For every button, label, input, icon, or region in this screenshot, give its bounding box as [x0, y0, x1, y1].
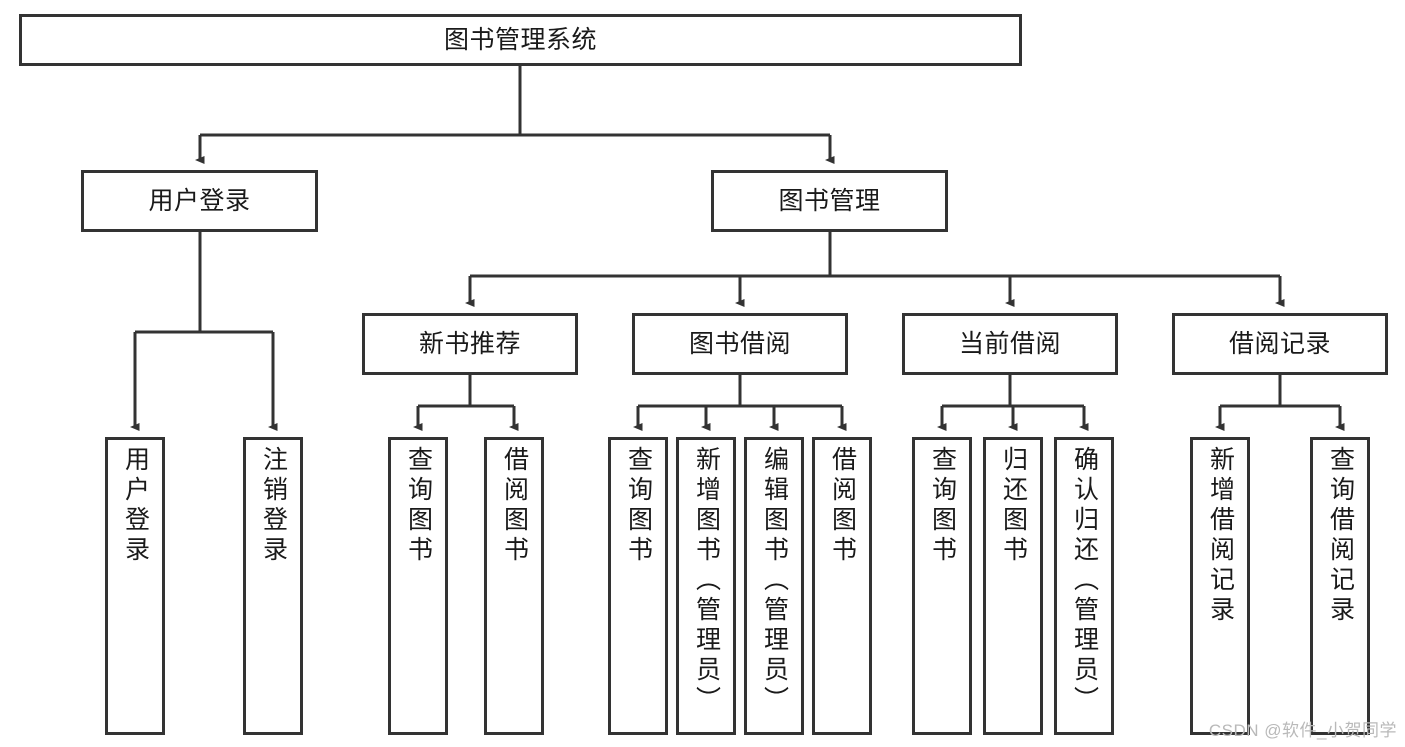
node-leaf-query-book-1-label: 查询图书	[404, 446, 433, 566]
node-book-borrow[interactable]: 图书借阅	[632, 313, 848, 375]
node-leaf-add-book-label: 新增图书（管理员）	[692, 446, 721, 716]
node-leaf-return-book-label: 归还图书	[999, 446, 1028, 566]
node-leaf-logout[interactable]: 注销登录	[243, 437, 303, 735]
node-leaf-query-record-label: 查询借阅记录	[1326, 446, 1355, 626]
node-user-login[interactable]: 用户登录	[81, 170, 318, 232]
node-leaf-add-record[interactable]: 新增借阅记录	[1190, 437, 1250, 735]
node-book-manage[interactable]: 图书管理	[711, 170, 948, 232]
node-leaf-borrow-book-2[interactable]: 借阅图书	[812, 437, 872, 735]
csdn-watermark: CSDN @软件_小贺同学	[1208, 721, 1397, 740]
node-leaf-return-book[interactable]: 归还图书	[983, 437, 1043, 735]
node-new-book-recommend[interactable]: 新书推荐	[362, 313, 578, 375]
node-leaf-edit-book-label: 编辑图书（管理员）	[760, 446, 789, 716]
node-borrow-record[interactable]: 借阅记录	[1172, 313, 1388, 375]
node-leaf-add-book[interactable]: 新增图书（管理员）	[676, 437, 736, 735]
node-leaf-edit-book[interactable]: 编辑图书（管理员）	[744, 437, 804, 735]
node-user-login-label: 用户登录	[148, 186, 251, 215]
node-book-borrow-label: 图书借阅	[688, 329, 791, 358]
node-new-book-recommend-label: 新书推荐	[418, 329, 521, 358]
node-leaf-borrow-book-2-label: 借阅图书	[828, 446, 857, 566]
node-current-borrow-label: 当前借阅	[958, 329, 1061, 358]
node-book-manage-label: 图书管理	[778, 186, 881, 215]
node-leaf-add-record-label: 新增借阅记录	[1206, 446, 1235, 626]
node-leaf-user-login[interactable]: 用户登录	[105, 437, 165, 735]
node-root-label: 图书管理系统	[443, 25, 597, 54]
node-leaf-borrow-book-1[interactable]: 借阅图书	[484, 437, 544, 735]
node-leaf-confirm-return[interactable]: 确认归还（管理员）	[1054, 437, 1114, 735]
node-current-borrow[interactable]: 当前借阅	[902, 313, 1118, 375]
node-leaf-query-book-1[interactable]: 查询图书	[388, 437, 448, 735]
node-leaf-query-book-3-label: 查询图书	[928, 446, 957, 566]
node-leaf-query-book-3[interactable]: 查询图书	[912, 437, 972, 735]
node-leaf-borrow-book-1-label: 借阅图书	[500, 446, 529, 566]
node-leaf-logout-label: 注销登录	[259, 446, 288, 566]
node-leaf-query-book-2-label: 查询图书	[624, 446, 653, 566]
node-leaf-query-book-2[interactable]: 查询图书	[608, 437, 668, 735]
node-borrow-record-label: 借阅记录	[1228, 329, 1331, 358]
node-leaf-user-login-label: 用户登录	[121, 446, 150, 566]
node-root[interactable]: 图书管理系统	[19, 14, 1022, 66]
node-leaf-confirm-return-label: 确认归还（管理员）	[1070, 446, 1099, 716]
node-leaf-query-record[interactable]: 查询借阅记录	[1310, 437, 1370, 735]
